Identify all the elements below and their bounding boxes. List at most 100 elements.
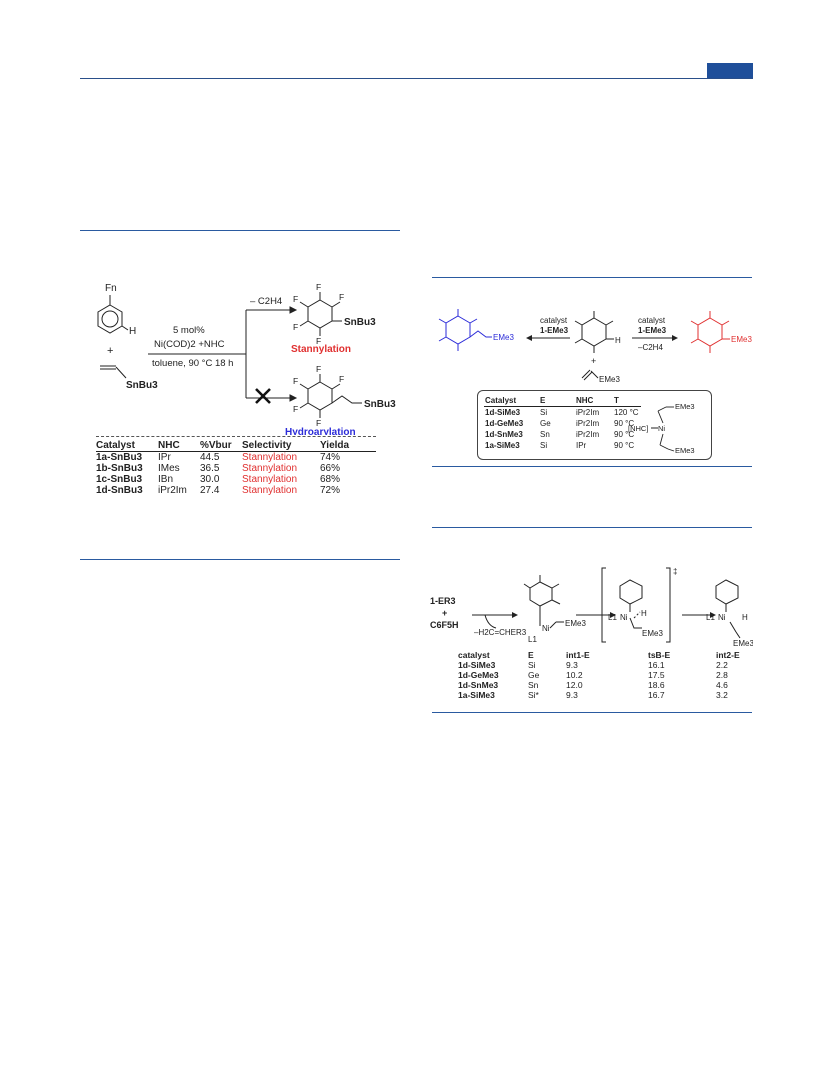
fluoro-label: F [293,404,298,414]
table-cell: 68% [320,474,341,485]
table-cell: iPr2Im [576,419,600,428]
table-cell: 16.7 [648,690,665,700]
table-cell: 2.2 [716,660,728,670]
table-cell: iPr2Im [576,430,600,439]
table-cell: 1d-SnBu3 [96,485,143,496]
complex-e-top: EMe3 [675,402,695,411]
start-plus: + [442,608,447,618]
col-int2: int2-E [716,650,740,660]
product-hydroarylation-ring [299,374,362,418]
ts-substituent: EMe3 [642,629,663,638]
table-cell: 1a-SnBu3 [96,452,143,463]
table-cell: 27.4 [200,485,220,496]
table-cell: IPr [576,441,587,450]
vinyl-substituent: EMe3 [599,375,620,384]
table-cell: 2.8 [716,670,728,680]
table-cell: Stannylation [242,452,298,463]
table-cell: 90 °C [614,430,635,439]
table-cell: 18.6 [648,680,665,690]
col-catalyst: Catalyst [96,440,135,451]
table-cell: Ge [528,670,540,680]
table-row: 1a-SiMe3 Si IPr 90 °C [484,440,641,451]
table-cell: 1b-SnBu3 [96,463,143,474]
table-cell: Stannylation [242,463,298,474]
table-cell: IBn [158,474,174,485]
right-product-substituent: EMe3 [731,335,752,344]
right-arrow-ethylene: –C2H4 [638,343,663,352]
table-cell: IPr [158,452,171,463]
table-cell: 90 °C [614,419,635,428]
fluoro-label: F [316,418,321,428]
table-cell: 44.5 [200,452,220,463]
elimination-label: –H2C=CHER3 [474,628,527,637]
col-vbur: %Vbur [200,440,232,451]
table-cell: 1d-GeMe3 [485,419,524,428]
table-cell: Stannylation [242,474,298,485]
int2-structure [715,579,741,639]
plus-sign: + [107,345,113,357]
table-cell: 9.3 [566,690,578,700]
col-catalyst: catalyst [458,650,490,660]
product-top-substituent: SnBu3 [344,317,376,328]
int2-ligand: L1 [706,613,715,622]
stannylation-label: Stannylation [291,344,351,355]
int2-substituent: EMe3 [733,639,753,648]
reactant-fn: Fn [105,283,117,294]
figure3-top-rule [432,527,752,528]
table-cell: Stannylation [242,485,298,496]
table-cell: 12.0 [566,680,583,690]
complex-ni: Ni [658,424,665,433]
vinyl-reagent [581,369,599,381]
fluoro-label: F [316,336,321,346]
table-cell: Sn [540,430,550,439]
ni-complex: [NHC] Ni EMe3 EMe3 [628,402,695,455]
table-cell: 4.6 [716,680,728,690]
int1-ligand: L1 [528,635,537,644]
fluoro-label: F [293,294,298,304]
left-product-ring [438,309,492,351]
int1-ni: Ni [542,624,550,633]
fluoro-label: F [293,376,298,386]
fluoro-label: F [316,282,321,292]
table-cell: 1d-SnMe3 [458,680,499,690]
product-bottom-substituent: SnBu3 [364,399,396,410]
table-cell: 1d-SiMe3 [485,408,521,417]
right-arrow-catalyst: catalyst [638,316,666,325]
vinyl-substituent: SnBu3 [126,380,158,391]
table-cell: 1d-GeMe3 [458,670,499,680]
table-cell: 1a-SiMe3 [485,441,520,450]
col-e: E [528,650,534,660]
ts-dagger: ‡ [673,567,677,576]
table-cell: iPr2Im [576,408,600,417]
col-selectivity: Selectivity [242,440,292,451]
table-cell: Ge [540,419,551,428]
table-cell: Si* [528,690,539,700]
scheme1-table: Catalyst NHC %Vbur Selectivity Yielda 1a… [96,436,376,496]
table-cell: 9.3 [566,660,578,670]
figure3-bottom-rule [432,712,752,713]
table-cell: 1d-SiMe3 [458,660,496,670]
fluoro-label: F [339,374,344,384]
table-cell: 90 °C [614,441,635,450]
complex-nhc: [NHC] [628,424,648,433]
table-cell: Si [540,441,548,450]
condition-catalyst: Ni(COD)2 +NHC [154,339,225,350]
scheme3-mechanism: 1-ER3 + C6F5H –H2C=CHER3 Ni L1 EMe3 ‡ L1… [430,567,753,648]
figure2-bottom-rule [432,466,752,467]
table-cell: 1d-SnMe3 [485,430,523,439]
ts-ni: Ni [620,613,628,622]
start-arene: C6F5H [430,620,459,630]
table-cell: 66% [320,463,341,474]
condition-solvent: toluene, 90 °C 18 h [152,358,233,369]
complex-e-bottom: EMe3 [675,446,695,455]
table-cell: 30.0 [200,474,220,485]
ts-ligand: L1 [608,613,617,622]
right-arrow-catalyst-id: 1-EMe3 [638,326,667,335]
plus-sign: + [591,356,596,366]
condition-loading: 5 mol% [173,325,205,336]
